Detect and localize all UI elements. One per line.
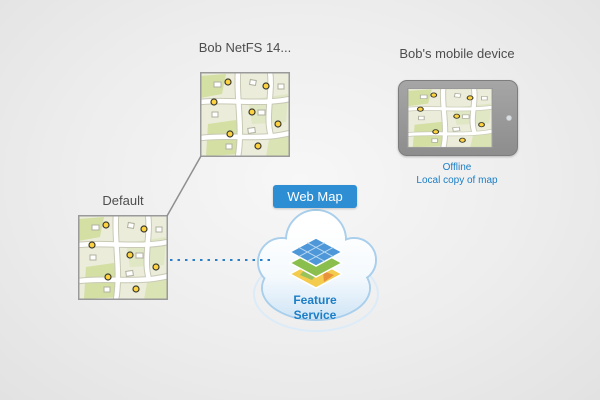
label-default-version: Default — [102, 193, 144, 208]
layers-icon — [288, 237, 344, 289]
mobile-device — [398, 80, 518, 156]
label-bob-netfs: Bob NetFS 14... — [198, 40, 292, 55]
feature-service-cloud — [253, 209, 379, 332]
feature-service-label: Feature Service — [293, 293, 337, 322]
map-tile-device-screen — [407, 88, 493, 148]
label-mobile-device: Bob's mobile device — [399, 46, 515, 61]
map-tile-graphic — [407, 88, 493, 148]
map-tile-bob-netfs — [200, 72, 290, 157]
camera-icon — [506, 115, 512, 121]
map-tile-graphic — [78, 215, 168, 300]
version-link-line — [166, 155, 202, 217]
web-map-banner: Web Map — [273, 185, 357, 208]
device-status-offline: Offline — [442, 162, 472, 173]
device-status-local-copy: Local copy of map — [416, 175, 498, 186]
map-tile-default — [78, 215, 168, 300]
map-tile-graphic — [200, 72, 290, 157]
